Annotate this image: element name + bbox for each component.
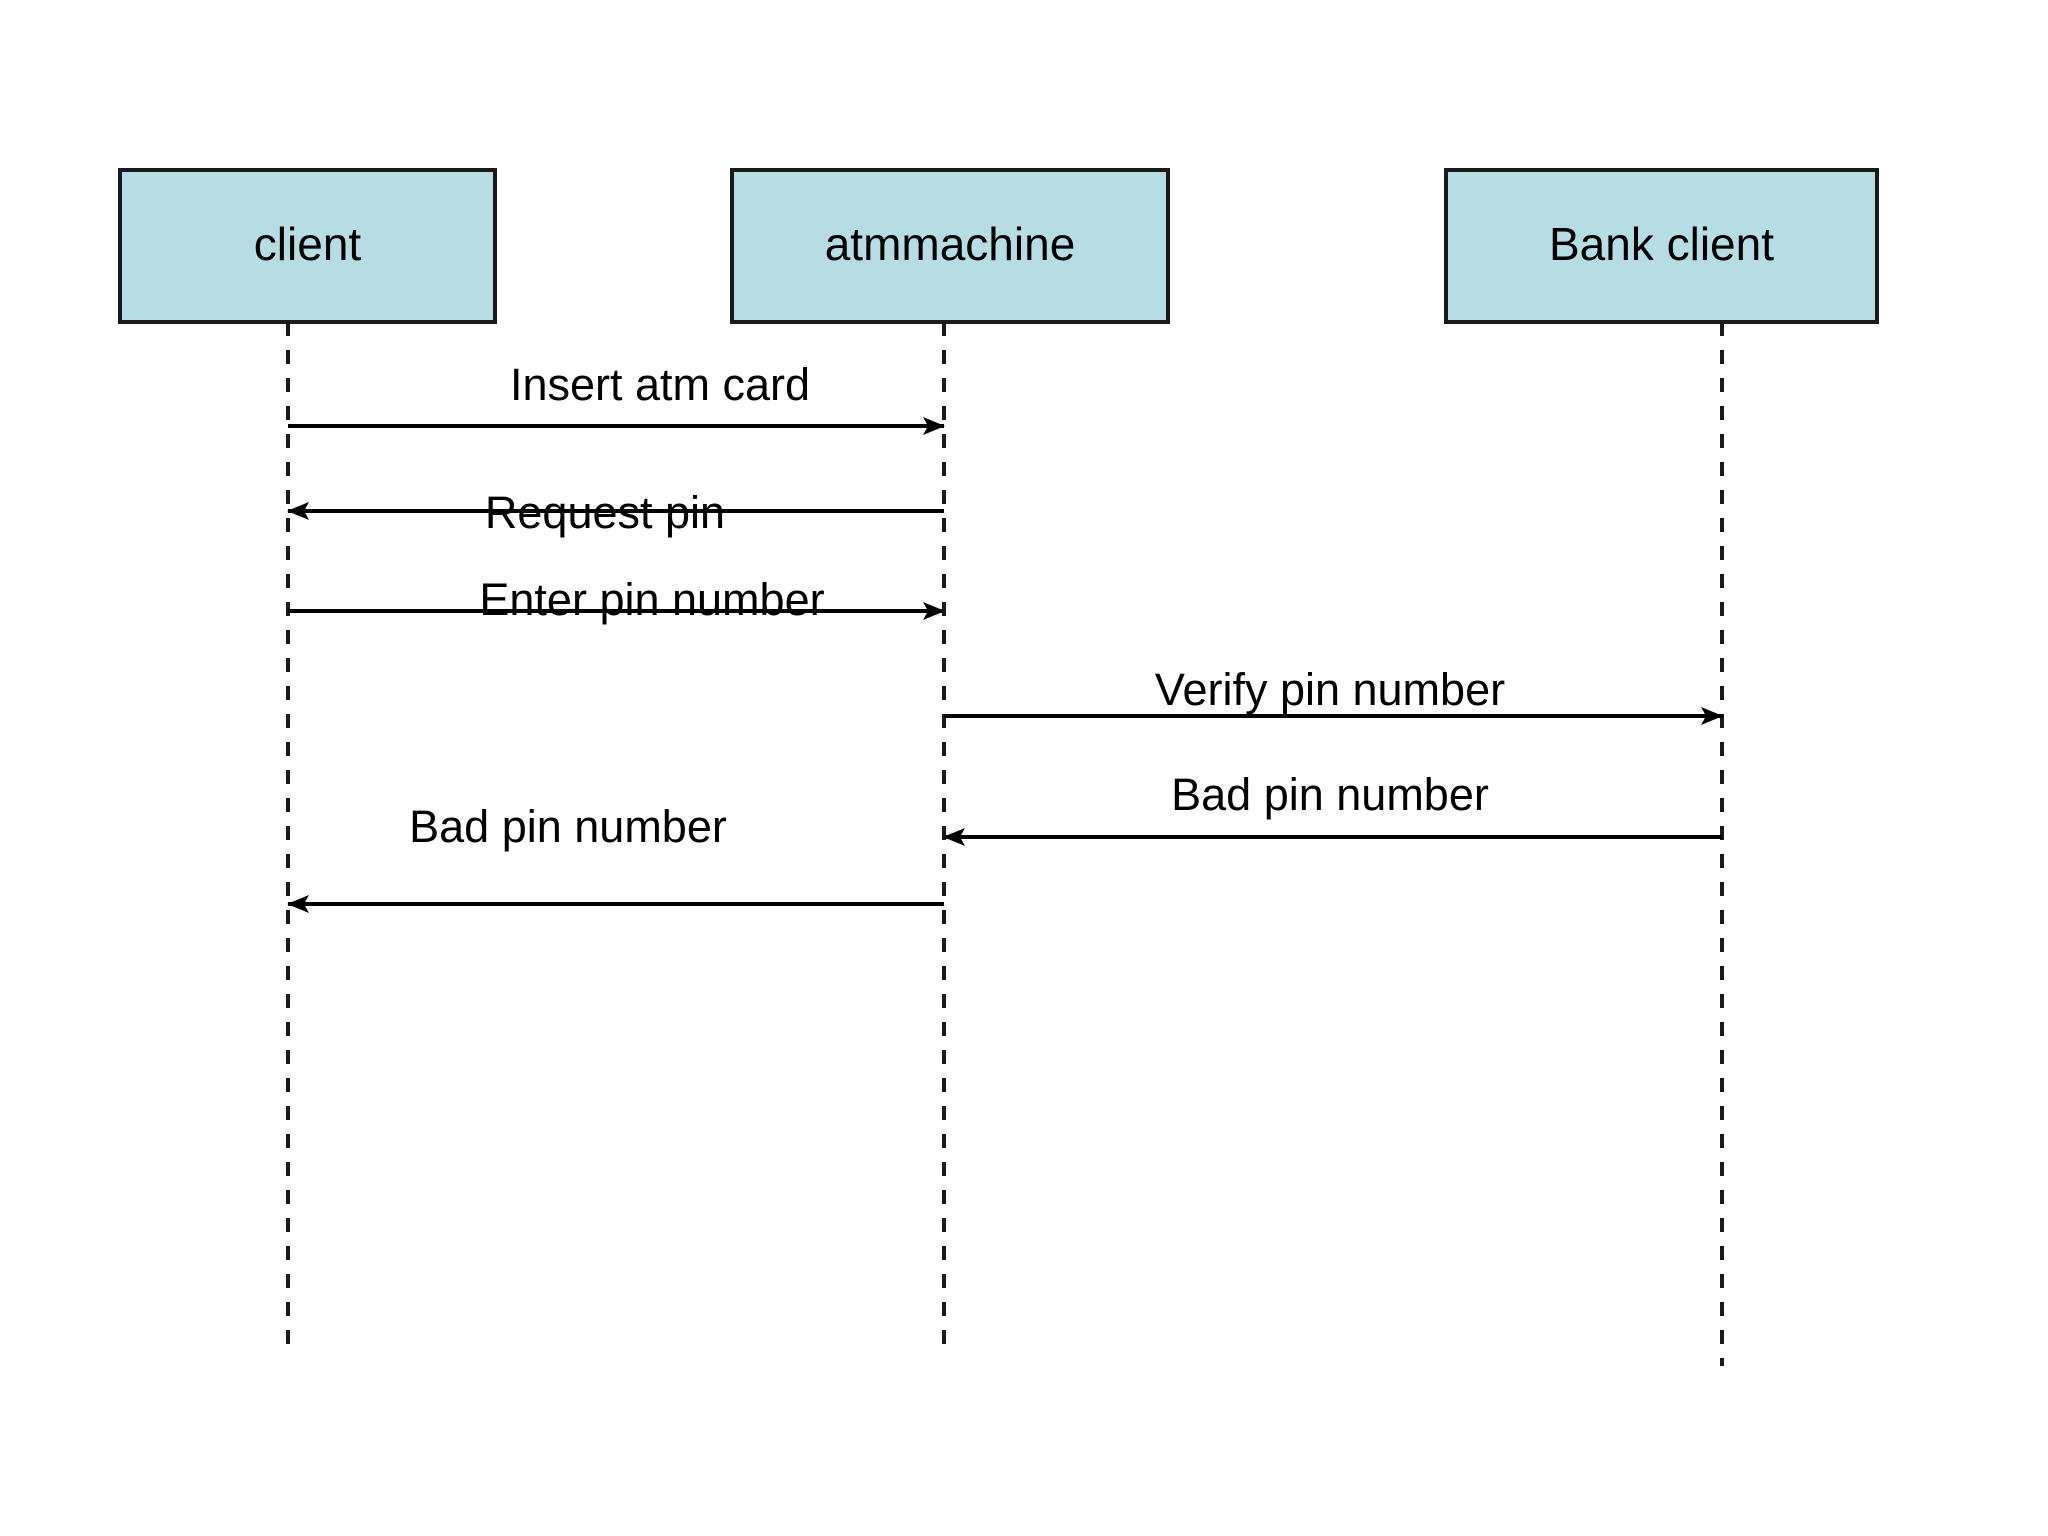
message-label-5: Bad pin number [1171, 769, 1489, 820]
participant-box-bankclient[interactable] [1444, 168, 1879, 324]
message-label-3: Enter pin number [479, 574, 824, 625]
participants-group: client atmmachine Bank client [118, 168, 1879, 324]
messages-group: Insert atm card Request pin Enter pin nu… [287, 359, 1723, 913]
message-label-1: Insert atm card [510, 359, 810, 410]
message-label-4: Verify pin number [1155, 664, 1505, 715]
participant-box-client[interactable] [118, 168, 497, 324]
message-enter-pin-number[interactable]: Enter pin number [288, 574, 945, 625]
message-request-pin[interactable]: Request pin [287, 487, 944, 538]
participant-label-bankclient: Bank client [1549, 218, 1774, 270]
participant-label-atmmachine: atmmachine [825, 218, 1076, 270]
message-insert-atm-card[interactable]: Insert atm card [288, 359, 945, 435]
participant-client[interactable]: client [118, 168, 497, 324]
participant-box-atmmachine[interactable] [730, 168, 1170, 324]
participant-bankclient[interactable]: Bank client [1444, 168, 1879, 324]
participant-label-client: client [254, 218, 362, 270]
message-label-6: Bad pin number [409, 801, 727, 852]
participant-atmmachine[interactable]: atmmachine [730, 168, 1170, 324]
message-bad-pin-number-atm-to-client[interactable]: Bad pin number [287, 801, 944, 913]
message-verify-pin-number[interactable]: Verify pin number [944, 664, 1723, 725]
message-bad-pin-number-bank-to-atm[interactable]: Bad pin number [943, 769, 1722, 846]
message-label-2: Request pin [485, 487, 725, 538]
